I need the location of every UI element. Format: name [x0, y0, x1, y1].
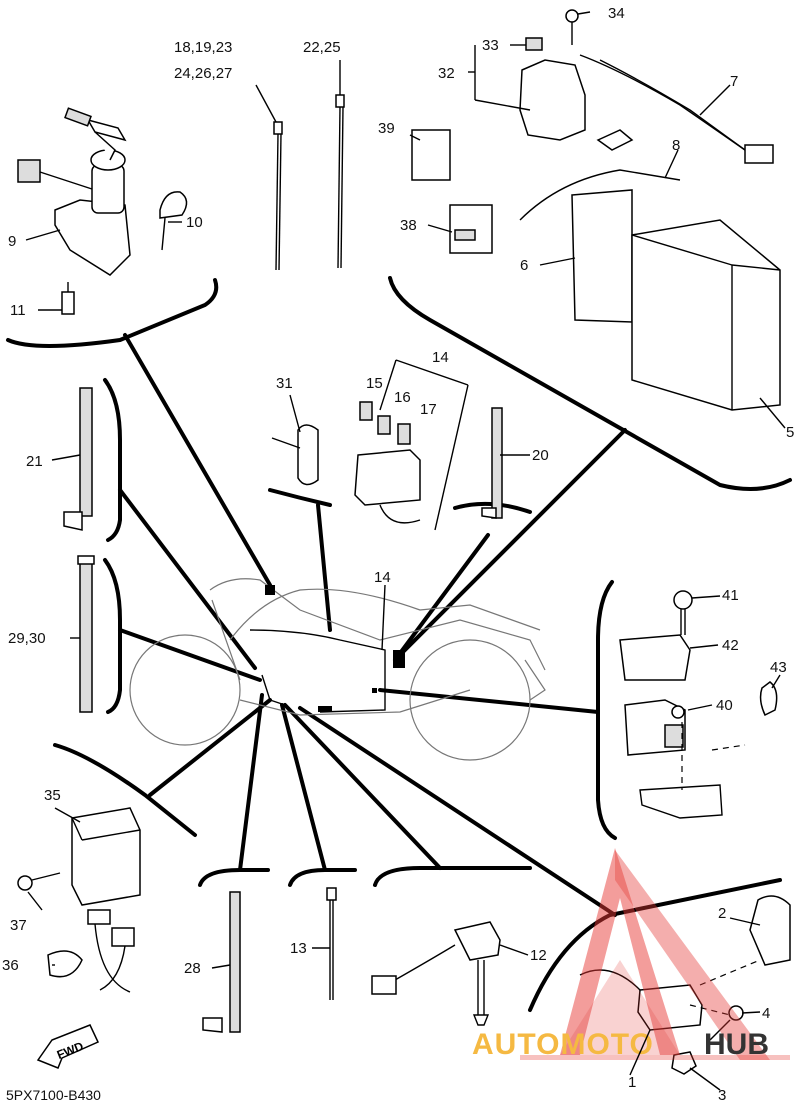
label-7: 7 [730, 73, 738, 90]
label-11: 11 [10, 302, 26, 319]
leader-lines [118, 333, 627, 917]
motorcycle-outline [129, 578, 546, 761]
label-9: 9 [8, 233, 16, 250]
fwd-arrow-icon: FWD [36, 1024, 100, 1069]
tie-bands-left [63, 387, 95, 713]
label-37: 37 [10, 917, 27, 934]
label-14-top: 14 [432, 349, 449, 366]
label-24-26-27: 24,26,27 [174, 65, 232, 82]
rectifier-group [17, 807, 141, 993]
battery-relay-group [411, 9, 781, 411]
label-38: 38 [400, 217, 417, 234]
label-17: 17 [420, 401, 437, 418]
label-40: 40 [716, 697, 733, 714]
label-leaders [25, 11, 786, 1091]
label-32: 32 [438, 65, 455, 82]
cable-ties-top [273, 94, 345, 271]
label-28: 28 [184, 960, 201, 977]
label-16: 16 [394, 389, 411, 406]
label-20: 20 [532, 447, 549, 464]
part-labels: 1 2 3 4 5 6 7 8 9 10 11 12 13 14 14 15 1… [2, 5, 794, 1104]
label-21: 21 [26, 453, 43, 470]
label-41: 41 [722, 587, 739, 604]
label-42: 42 [722, 637, 739, 654]
label-6: 6 [520, 257, 528, 274]
watermark-logo [520, 848, 790, 1060]
label-3: 3 [718, 1087, 726, 1104]
label-31: 31 [276, 375, 293, 392]
label-43: 43 [770, 659, 787, 676]
watermark-text-auto-moto: AUTOMOTO [472, 1028, 654, 1061]
sensor-assembly [619, 590, 778, 819]
bottom-center-parts [202, 887, 501, 1033]
main-switch-assembly [17, 107, 188, 315]
diagram-code: 5PX7100-B430 [6, 1087, 101, 1103]
label-10: 10 [186, 214, 203, 231]
label-15: 15 [366, 375, 383, 392]
watermark-text-hub: HUB [704, 1028, 769, 1061]
label-36: 36 [2, 957, 19, 974]
label-1: 1 [628, 1074, 636, 1091]
label-22-25: 22,25 [303, 39, 341, 56]
bottom-right-parts [579, 895, 791, 1075]
label-12: 12 [530, 947, 547, 964]
label-39: 39 [378, 120, 395, 137]
label-13: 13 [290, 940, 307, 957]
label-33: 33 [482, 37, 499, 54]
fuse-box-group [271, 359, 503, 531]
label-35: 35 [44, 787, 61, 804]
label-29-30: 29,30 [8, 630, 46, 647]
label-5: 5 [786, 424, 794, 441]
label-18-19-23: 18,19,23 [174, 39, 232, 56]
label-4: 4 [762, 1005, 770, 1022]
label-34: 34 [608, 5, 625, 22]
label-14-center: 14 [374, 569, 391, 586]
label-8: 8 [672, 137, 680, 154]
label-2: 2 [718, 905, 726, 922]
